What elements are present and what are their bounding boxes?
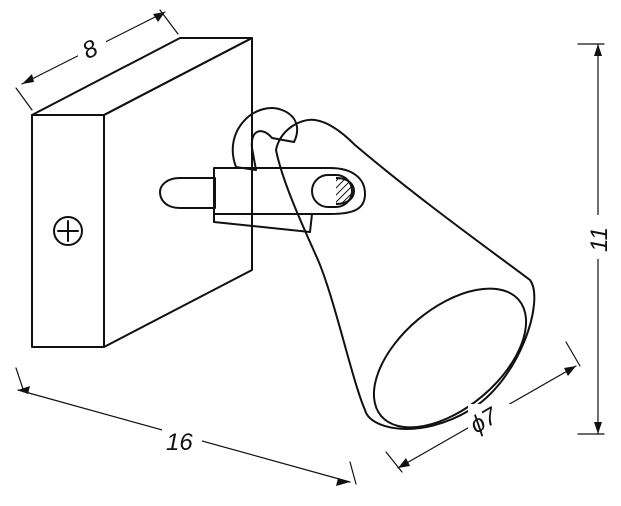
base-top-face [31,37,253,116]
joint-clamp [213,167,366,215]
rod [159,177,216,209]
dimension-width: 16 [15,367,357,486]
dimension-height: 11 [577,43,613,435]
screw-icon [53,216,83,246]
lamp-shade [275,118,536,430]
mount-base [31,37,253,348]
height-label: 11 [586,227,613,252]
hatched-arm [231,107,299,171]
width-label: 16 [166,429,193,456]
dimension-diameter: ϕ7 [385,341,581,473]
base-side-face [103,37,253,348]
joint-assembly [159,167,366,233]
dimension-depth: 8 [15,9,179,111]
